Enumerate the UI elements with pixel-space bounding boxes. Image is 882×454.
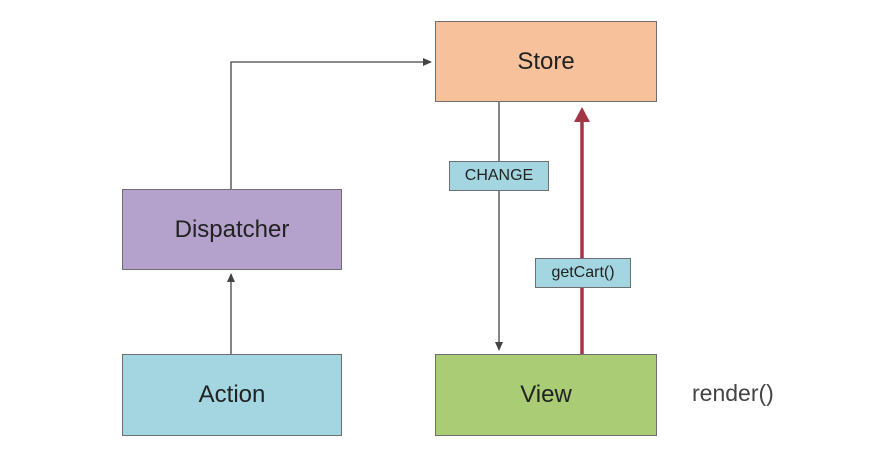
edge-view-to-store-arrowhead: [574, 107, 590, 122]
edge-dispatcher-to-store: [230, 58, 432, 189]
change-label-text: CHANGE: [464, 167, 534, 184]
store-label: Store: [517, 47, 575, 75]
store-box: Store: [435, 21, 657, 102]
view-label: View: [520, 381, 572, 408]
action-label: Action: [198, 381, 266, 408]
view-box: View: [435, 354, 657, 436]
getcart-label-text: getCart(): [551, 264, 615, 281]
action-box: Action: [122, 354, 342, 436]
dispatcher-label: Dispatcher: [174, 215, 290, 243]
dispatcher-box: Dispatcher: [122, 189, 342, 270]
change-edge-label: CHANGE: [449, 161, 549, 191]
getcart-edge-label: getCart(): [535, 258, 631, 288]
render-label: render(): [692, 380, 774, 406]
